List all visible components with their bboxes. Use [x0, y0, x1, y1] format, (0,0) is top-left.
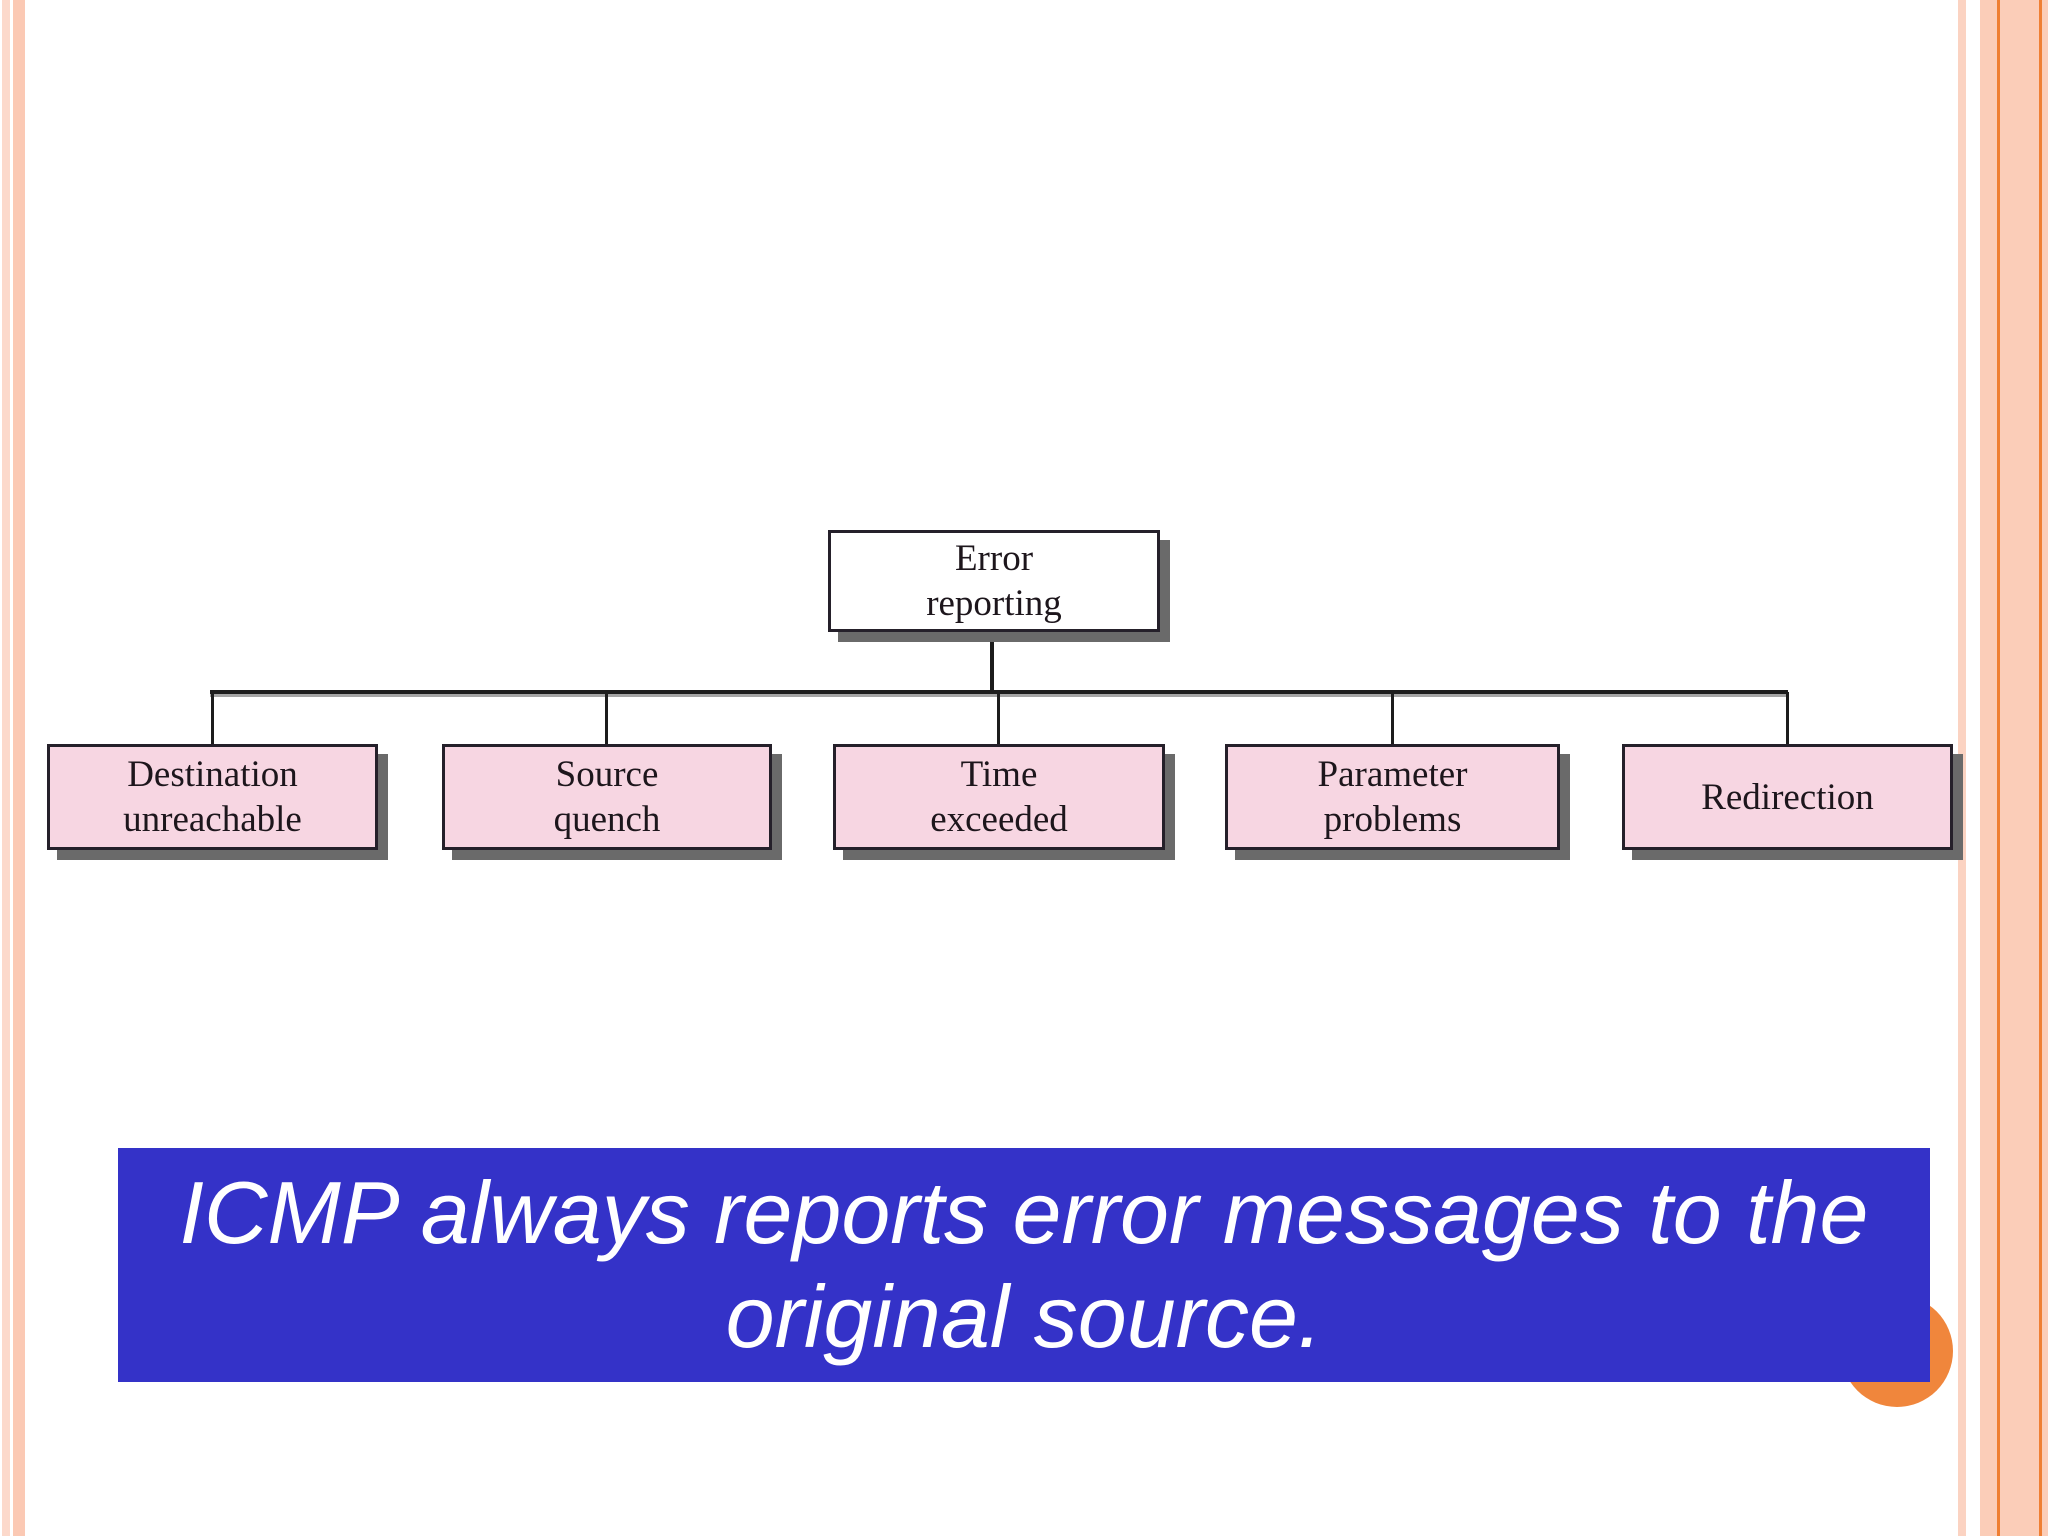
right-border-accent-line-edge	[2039, 0, 2042, 1536]
diagram-box-label-line: Parameter	[1317, 754, 1468, 795]
diagram-box-label-line: exceeded	[930, 799, 1068, 840]
diagram-box-label-line: Destination	[127, 754, 298, 795]
diagram-box-label-line: unreachable	[123, 799, 302, 840]
diagram-box-parameter-problems: Parameter problems	[1225, 744, 1560, 850]
left-border-stripe-inner	[13, 0, 25, 1536]
connector-drop-line	[605, 692, 608, 746]
right-border-stripe-thin	[1958, 0, 1966, 1536]
right-border-stripe-wide	[1980, 0, 2048, 1536]
caption-text: ICMP always reports error messages to th…	[179, 1163, 1869, 1366]
connector-drop-line	[997, 692, 1000, 746]
left-border-stripe-outer	[2, 0, 10, 1536]
diagram-box-label-line: Error	[954, 538, 1034, 579]
diagram-box-label-line: Source	[555, 754, 659, 795]
diagram-box-source-quench: Source quench	[442, 744, 772, 850]
connector-drop-line	[1786, 692, 1789, 746]
diagram-box-label-line: problems	[1323, 799, 1462, 840]
right-border-accent-line	[1997, 0, 2000, 1536]
diagram-box-redirection: Redirection	[1622, 744, 1953, 850]
caption-banner: ICMP always reports error messages to th…	[118, 1148, 1930, 1382]
diagram-box-time-exceeded: Time exceeded	[833, 744, 1165, 850]
diagram-box-destination-unreachable: Destination unreachable	[47, 744, 378, 850]
connector-drop-line	[1391, 692, 1394, 746]
diagram-box-error-reporting: Error reporting	[828, 530, 1160, 632]
connector-drop-line	[211, 692, 214, 746]
connector-root-stem	[990, 632, 994, 692]
diagram-box-label-line: quench	[553, 799, 661, 840]
diagram-box-label-line: Time	[960, 754, 1038, 795]
diagram-box-label-line: reporting	[926, 583, 1062, 624]
diagram-box-label-line: Redirection	[1701, 776, 1874, 818]
